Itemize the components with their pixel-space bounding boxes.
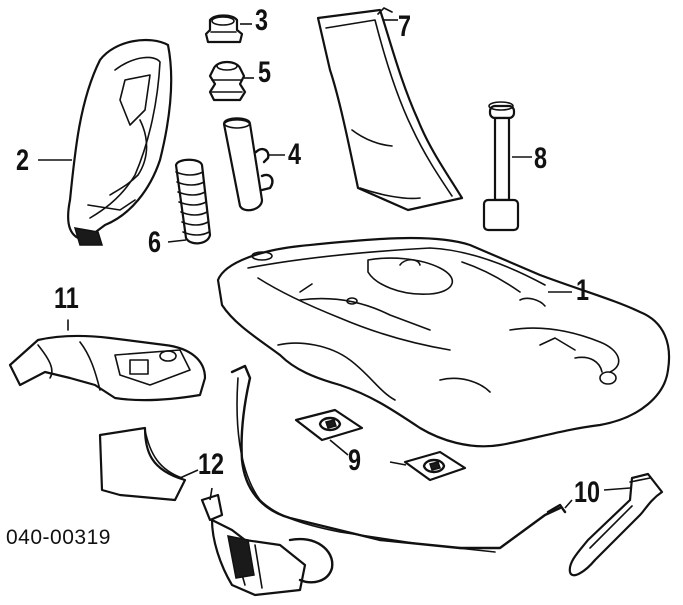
- part-3-grommet: [204, 14, 252, 44]
- lower-clip-assembly: [200, 487, 334, 597]
- part-9-nut-upper: [294, 408, 364, 456]
- callout-11: 11: [54, 282, 79, 315]
- part-11-side-shield: [8, 319, 207, 402]
- part-9-nut-lower: [389, 450, 467, 482]
- tank-strap-left: [230, 364, 462, 550]
- part-4-filler-neck: [222, 117, 285, 212]
- part-6-hose: [167, 158, 212, 245]
- callout-6: 6: [148, 226, 162, 259]
- callout-2: 2: [16, 144, 30, 177]
- callout-5: 5: [258, 56, 272, 89]
- callout-3: 3: [255, 4, 269, 37]
- diagram-code: 040-00319: [6, 526, 111, 549]
- part-5-boot: [208, 60, 254, 102]
- callout-4: 4: [288, 138, 302, 171]
- part-10-strap-bolt: [568, 472, 664, 577]
- part-7-shield: [316, 7, 464, 212]
- callout-7: 7: [398, 10, 412, 43]
- part-12-bracket: [98, 426, 199, 502]
- tank-strap-right: [419, 506, 562, 553]
- callout-9: 9: [348, 444, 362, 477]
- callout-1: 1: [576, 274, 590, 307]
- part-1-fuel-tank: [216, 236, 671, 448]
- part-8-sender-unit: [482, 101, 532, 232]
- part-2-heat-shield: [38, 38, 173, 246]
- callout-10: 10: [574, 476, 601, 509]
- strap-hook: [546, 499, 573, 514]
- callout-12: 12: [198, 448, 225, 481]
- callout-8: 8: [534, 142, 548, 175]
